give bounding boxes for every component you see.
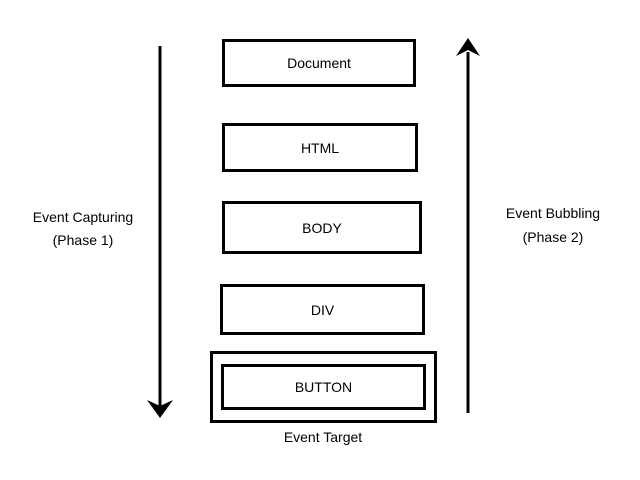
down-arrow-icon [147, 46, 173, 418]
node-box-body: BODY [222, 201, 422, 254]
node-label-document: Document [287, 55, 351, 71]
down-arrowhead [147, 400, 173, 418]
up-arrowhead [456, 38, 480, 56]
node-box-button-target-outline: BUTTON [210, 351, 437, 423]
node-label-div: DIV [310, 301, 335, 318]
capturing-phase-label: Event Capturing (Phase 1) [8, 206, 158, 252]
node-label-body: BODY [302, 219, 342, 236]
node-label-html: HTML [300, 139, 340, 156]
up-arrow-icon [456, 38, 480, 413]
bubbling-phase-label: Event Bubbling (Phase 2) [478, 201, 628, 249]
capturing-phase-title: Event Capturing [32, 209, 134, 225]
bubbling-phase-title: Event Bubbling [505, 205, 601, 221]
capturing-phase-subtitle: (Phase 1) [52, 232, 114, 248]
node-box-document: Document [222, 39, 416, 87]
node-label-button: BUTTON [294, 379, 353, 395]
node-box-button: BUTTON [221, 364, 426, 410]
node-box-div: DIV [220, 284, 425, 335]
bubbling-phase-subtitle: (Phase 2) [522, 229, 584, 245]
node-box-html: HTML [222, 123, 418, 172]
event-target-caption: Event Target [283, 429, 363, 445]
